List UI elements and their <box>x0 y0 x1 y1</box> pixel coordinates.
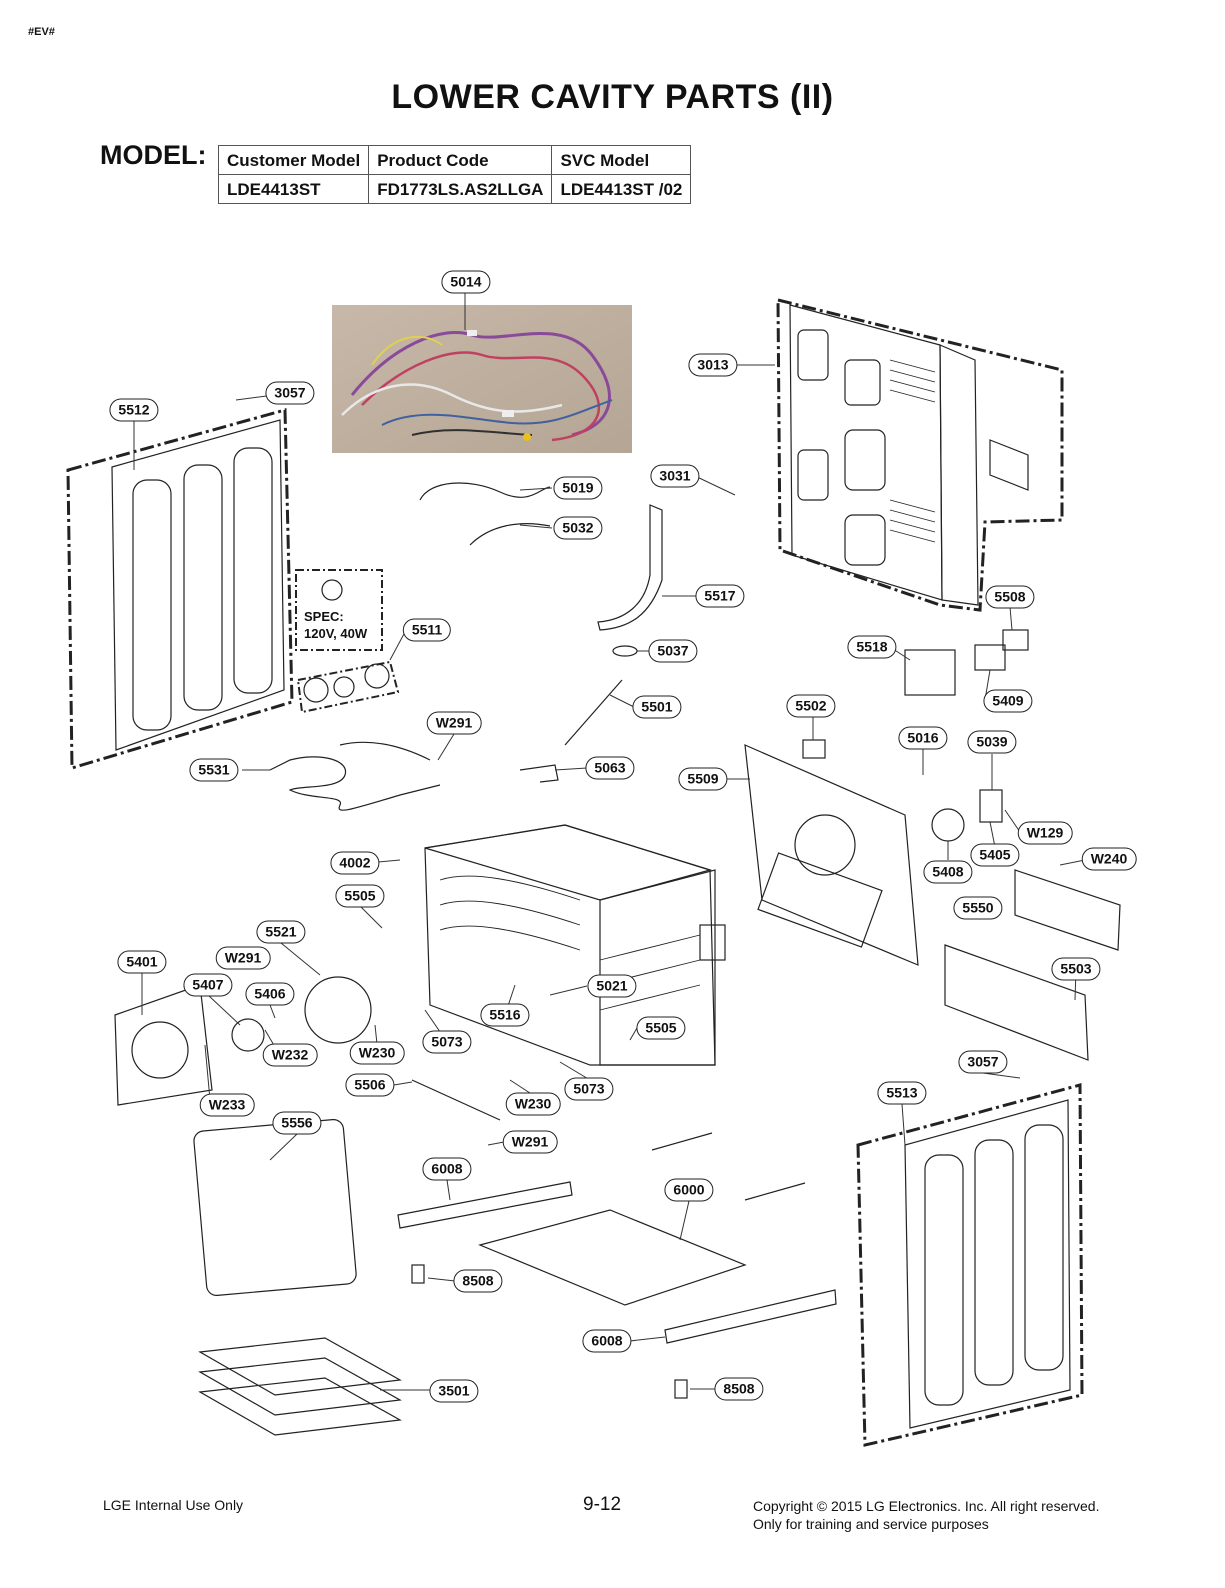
callout-5506: 5506 <box>345 1073 395 1097</box>
model-value-svc: LDE4413ST /02 <box>551 174 692 204</box>
model-header-svc: SVC Model <box>551 145 692 175</box>
callout-5406: 5406 <box>245 982 295 1006</box>
document-tag: #EV# <box>28 26 55 38</box>
page-title: LOWER CAVITY PARTS (II) <box>391 78 834 116</box>
model-value-customer: LDE4413ST <box>217 174 370 204</box>
callout-5407: 5407 <box>183 973 233 997</box>
callout-5408: 5408 <box>923 860 973 884</box>
callout-5513: 5513 <box>877 1081 927 1105</box>
callout-w291-bottom: W291 <box>502 1130 558 1154</box>
model-table: Customer Model Product Code SVC Model LD… <box>217 145 692 204</box>
callout-5508: 5508 <box>985 585 1035 609</box>
callout-5063: 5063 <box>585 756 635 780</box>
model-value-product: FD1773LS.AS2LLGA <box>368 174 553 204</box>
callout-3031: 3031 <box>650 464 700 488</box>
model-label: MODEL: <box>100 140 207 170</box>
callout-5511: 5511 <box>402 618 452 642</box>
footer-internal-use: LGE Internal Use Only <box>103 1497 244 1513</box>
callout-5516: 5516 <box>480 1003 530 1027</box>
bulb-spec-rating: 120V, 40W <box>304 626 368 641</box>
callout-6008-upper: 6008 <box>422 1157 472 1181</box>
callout-8508-upper: 8508 <box>453 1269 503 1293</box>
wire-harness-photo <box>332 305 632 453</box>
callout-5550: 5550 <box>953 896 1003 920</box>
callout-5401: 5401 <box>117 950 167 974</box>
footer-copyright: Copyright © 2015 LG Electronics. Inc. Al… <box>753 1497 1099 1533</box>
callout-w240: W240 <box>1081 847 1137 871</box>
back-panel-drawing <box>776 298 1064 612</box>
callout-w230-center: W230 <box>505 1092 561 1116</box>
bulb-spec: SPEC: 120V, 40W <box>304 608 367 642</box>
callout-5518: 5518 <box>847 635 897 659</box>
callout-5019: 5019 <box>553 476 603 500</box>
callout-5405: 5405 <box>970 843 1020 867</box>
callout-w232: W232 <box>262 1043 318 1067</box>
callout-3057-right: 3057 <box>958 1050 1008 1074</box>
callout-w233: W233 <box>199 1093 255 1117</box>
callout-5016: 5016 <box>898 726 948 750</box>
callout-5503: 5503 <box>1051 957 1101 981</box>
rear-wall-drawing <box>744 744 919 966</box>
callout-5505-upper: 5505 <box>335 884 385 908</box>
model-table-header-row: Customer Model Product Code SVC Model <box>217 145 692 175</box>
callout-w230-left: W230 <box>349 1041 405 1065</box>
callout-5521: 5521 <box>256 920 306 944</box>
callout-5037: 5037 <box>648 639 698 663</box>
right-side-panel-drawing <box>856 1083 1084 1447</box>
callout-5509: 5509 <box>678 767 728 791</box>
callout-5073-lower: 5073 <box>564 1077 614 1101</box>
callout-6008-lower: 6008 <box>582 1329 632 1353</box>
callout-4002: 4002 <box>330 851 380 875</box>
callout-5021: 5021 <box>587 974 637 998</box>
callout-3501: 3501 <box>429 1379 479 1403</box>
model-header-product: Product Code <box>368 145 553 175</box>
callout-5512: 5512 <box>109 398 159 422</box>
callout-5501: 5501 <box>632 695 682 719</box>
training-notice: Only for training and service purposes <box>753 1516 989 1532</box>
callout-5505-lower: 5505 <box>636 1016 686 1040</box>
callout-5409: 5409 <box>983 689 1033 713</box>
callout-w291-mid: W291 <box>215 946 271 970</box>
callout-5502: 5502 <box>786 694 836 718</box>
copyright-line: Copyright © 2015 LG Electronics. Inc. Al… <box>753 1498 1100 1514</box>
callout-5531: 5531 <box>189 758 239 782</box>
callout-6000: 6000 <box>664 1178 714 1202</box>
model-header-customer: Customer Model <box>217 145 370 175</box>
model-table-value-row: LDE4413ST FD1773LS.AS2LLGA LDE4413ST /02 <box>217 174 692 204</box>
left-side-panel-drawing <box>66 408 294 771</box>
bulb-spec-title: SPEC: <box>304 609 344 624</box>
callout-5517: 5517 <box>695 584 745 608</box>
callout-5556: 5556 <box>272 1111 322 1135</box>
callout-5073-upper: 5073 <box>422 1030 472 1054</box>
callout-3013: 3013 <box>688 353 738 377</box>
callout-8508-lower: 8508 <box>714 1377 764 1401</box>
callout-5039: 5039 <box>967 730 1017 754</box>
callout-5014: 5014 <box>441 270 491 294</box>
callout-w129: W129 <box>1017 821 1073 845</box>
callout-3057-top: 3057 <box>265 381 315 405</box>
oven-cavity-drawing <box>424 824 726 1066</box>
callout-w291-top: W291 <box>426 711 482 735</box>
page-number: 9-12 <box>583 1494 622 1515</box>
callout-5032: 5032 <box>553 516 603 540</box>
